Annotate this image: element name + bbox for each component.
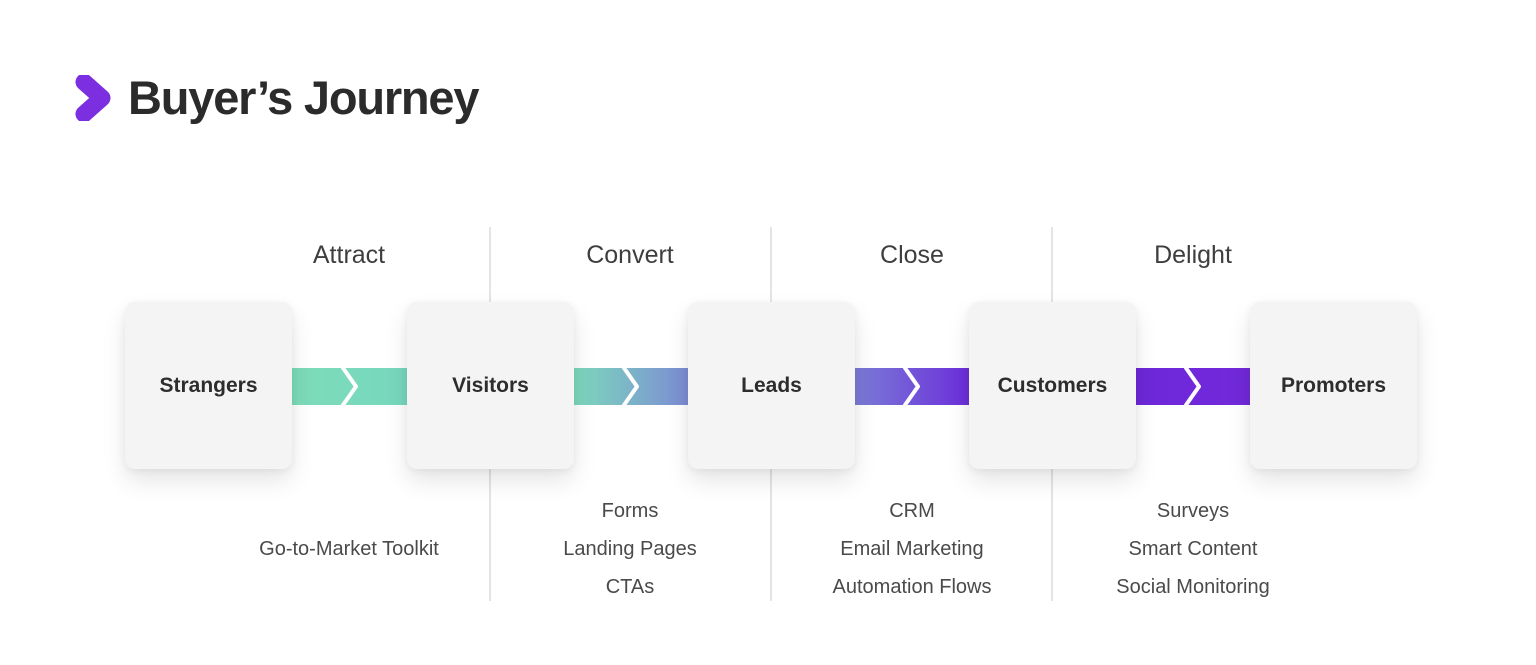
flow-arrow-customers-to-promoters (1133, 368, 1253, 405)
phase-label-delight: Delight (1154, 241, 1232, 269)
phase-tools-attract: Go-to-Market Toolkit (189, 530, 509, 568)
flow-arrow-visitors-to-leads (571, 368, 691, 405)
phase-tools-convert: Forms Landing Pages CTAs (470, 492, 790, 606)
phase-label-convert: Convert (586, 241, 674, 269)
stage-label: Visitors (452, 373, 529, 397)
stage-box-visitors: Visitors (407, 302, 574, 469)
chevron-right-icon (73, 74, 113, 121)
stage-label: Leads (741, 373, 802, 397)
tool-item: Surveys (1156, 500, 1230, 522)
page-title: Buyer’s Journey (128, 71, 480, 124)
tool-item: Automation Flows (832, 576, 992, 598)
arrow-chevron-icon (1184, 368, 1201, 405)
tool-item: Forms (601, 500, 659, 522)
tool-item: Smart Content (1128, 538, 1258, 560)
tool-item: Social Monitoring (1116, 576, 1270, 598)
stage-box-leads: Leads (688, 302, 855, 469)
phase-tools-delight: Surveys Smart Content Social Monitoring (1033, 492, 1353, 606)
stage-box-promoters: Promoters (1250, 302, 1417, 469)
phase-label-attract: Attract (312, 241, 386, 269)
arrow-chevron-icon (341, 368, 358, 405)
stage-label: Promoters (1280, 373, 1387, 397)
tool-item: Landing Pages (563, 538, 697, 560)
tool-item: Email Marketing (840, 538, 984, 560)
tool-item: CTAs (605, 576, 655, 598)
arrow-chevron-icon (622, 368, 639, 405)
tool-item: Go-to-Market Toolkit (259, 538, 439, 560)
flow-arrow-strangers-to-visitors (290, 368, 410, 405)
page-header: Buyer’s Journey (73, 70, 480, 125)
phase-label-close: Close (880, 241, 944, 269)
stage-label: Customers (997, 373, 1108, 397)
flow-arrow-leads-to-customers (852, 368, 972, 405)
stage-box-strangers: Strangers (125, 302, 292, 469)
tool-item: CRM (889, 500, 935, 522)
stage-box-customers: Customers (969, 302, 1136, 469)
stage-label: Strangers (159, 373, 258, 397)
arrow-chevron-icon (903, 368, 920, 405)
phase-tools-close: CRM Email Marketing Automation Flows (752, 492, 1072, 606)
